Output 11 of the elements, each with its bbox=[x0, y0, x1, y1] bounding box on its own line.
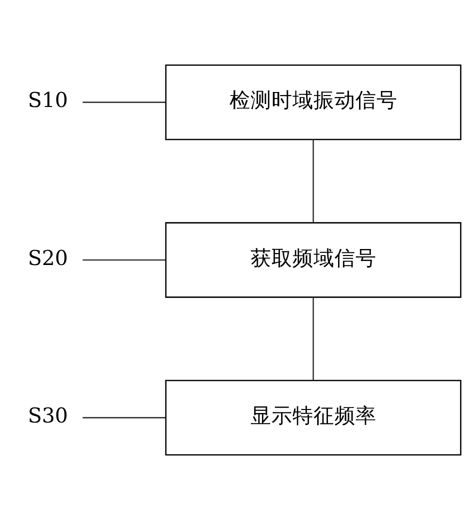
node-box: 检测时域振动信号 bbox=[165, 64, 462, 140]
connector bbox=[312, 139, 314, 222]
connector bbox=[82, 416, 166, 418]
connector bbox=[82, 258, 166, 260]
node-text: S30 bbox=[28, 403, 68, 428]
connector bbox=[82, 101, 166, 102]
node-text: S20 bbox=[28, 245, 68, 270]
node-box: 获取频域信号 bbox=[165, 222, 462, 298]
node-box: 显示特征频率 bbox=[165, 379, 462, 455]
node-text: S10 bbox=[28, 88, 68, 112]
connector bbox=[312, 296, 314, 380]
